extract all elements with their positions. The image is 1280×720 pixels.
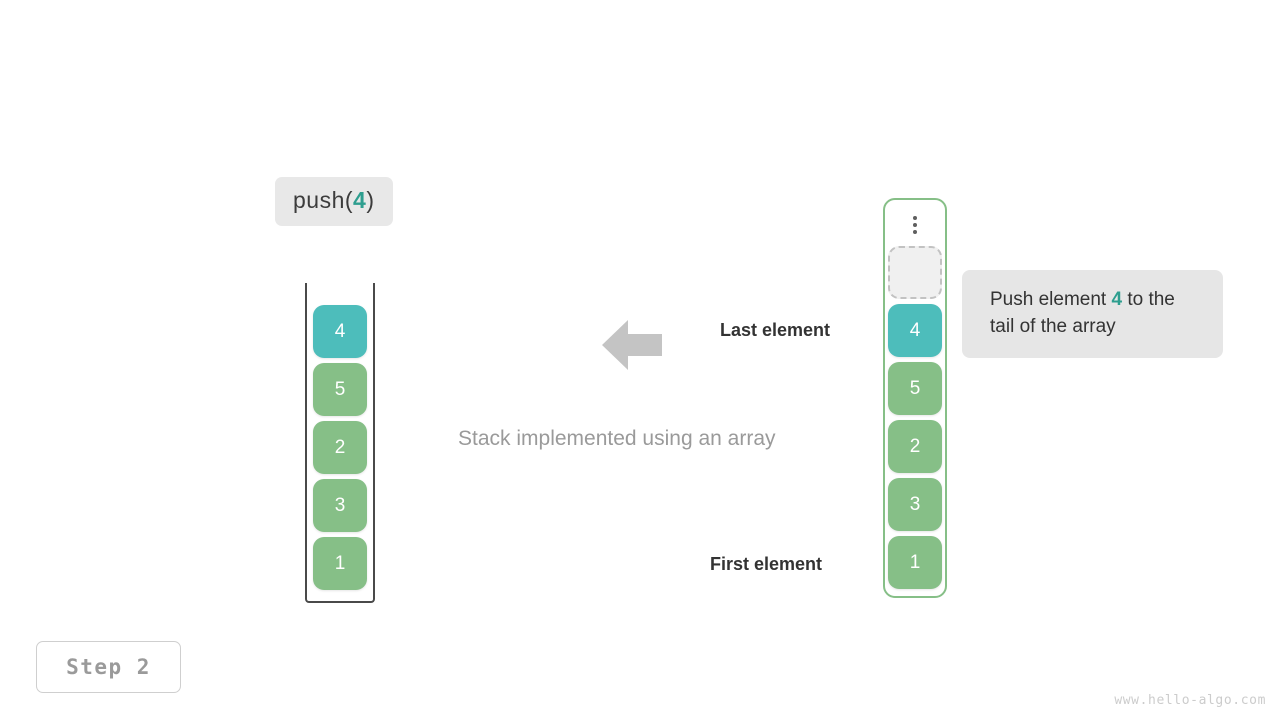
array-cell-value: 1 xyxy=(909,551,921,573)
array-cell: 3 xyxy=(888,478,942,531)
last-element-label: Last element xyxy=(720,320,831,340)
ellipsis-dot xyxy=(913,230,917,234)
stack-cell-value: 2 xyxy=(334,436,346,458)
step-badge: Step 2 xyxy=(36,641,181,693)
operation-prefix: push( xyxy=(293,187,354,213)
arrow-left-icon xyxy=(602,320,662,370)
tooltip-text-before: Push element xyxy=(990,289,1112,310)
operation-label: push(4) xyxy=(275,177,393,226)
array-cell-value: 2 xyxy=(909,435,921,457)
diagram-caption: Stack implemented using an array xyxy=(458,427,776,450)
watermark: www.hello-algo.com xyxy=(1114,693,1266,708)
stack-cell: 5 xyxy=(313,363,367,416)
array-items: 4 5 2 3 1 xyxy=(886,246,944,589)
array-cell: 4 xyxy=(888,304,942,357)
stack-cell-value: 1 xyxy=(334,552,346,574)
explanation-tooltip: Push element 4 to the tail of the array xyxy=(962,270,1223,358)
vertical-ellipsis-icon xyxy=(883,208,947,242)
array-cell-value: 4 xyxy=(909,319,921,341)
stack-cell: 4 xyxy=(313,305,367,358)
ellipsis-dot xyxy=(913,223,917,227)
array-cell-value: 5 xyxy=(909,377,921,399)
array-cell: 1 xyxy=(888,536,942,589)
array-cell-value: 3 xyxy=(909,493,921,515)
stack-cell: 3 xyxy=(313,479,367,532)
tooltip-text-after: to the tail of the array xyxy=(990,289,1175,337)
stack-cell: 1 xyxy=(313,537,367,590)
array-cell: 5 xyxy=(888,362,942,415)
ellipsis-dot xyxy=(913,216,917,220)
stack-items: 4 5 2 3 1 xyxy=(309,305,371,590)
stack-cell-value: 4 xyxy=(334,320,346,342)
first-element-label: First element xyxy=(710,554,823,574)
operation-suffix: ) xyxy=(366,187,375,213)
stack-cell-value: 5 xyxy=(334,378,346,400)
array-empty-slot xyxy=(888,246,942,299)
operation-argument: 4 xyxy=(353,187,367,213)
stack-cell-value: 3 xyxy=(334,494,346,516)
step-badge-label: Step 2 xyxy=(66,655,151,679)
array-cell: 2 xyxy=(888,420,942,473)
tooltip-highlight: 4 xyxy=(1111,289,1123,310)
stack-cell: 2 xyxy=(313,421,367,474)
